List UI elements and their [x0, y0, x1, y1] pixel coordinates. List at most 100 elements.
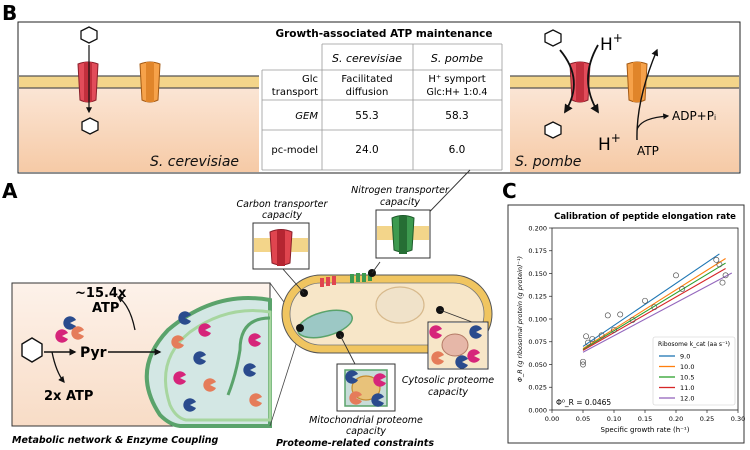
row-transport-1: Glc: [302, 74, 318, 85]
row-pc-model: pc-model: [271, 145, 318, 156]
data-point: [673, 272, 679, 279]
sc-transport-1: Facilitated: [341, 74, 392, 85]
caption-metabolic: Metabolic network & Enzyme Coupling: [12, 435, 219, 446]
series-line-10.0: [582, 258, 726, 350]
sp-glucose-transporter: [569, 61, 591, 103]
sc-glucose-icon-top: [80, 26, 98, 44]
data-point: [583, 333, 590, 340]
atp-maintenance-table: Growth-associated ATP maintenance S. cer…: [261, 28, 503, 171]
respiration-atp-label-1: ~15.4x: [75, 286, 127, 301]
data-point: [679, 286, 686, 292]
cyto-label-1: Cytosolic proteome: [402, 375, 494, 386]
sc-second-transporter: [139, 61, 161, 103]
sp-atpase-arrow: [636, 48, 659, 141]
sc-transport-2: diffusion: [346, 87, 389, 98]
carbon-label-2: capacity: [262, 210, 302, 221]
col-header-sp: S. pombe: [431, 52, 483, 65]
y-tick-label: 0.075: [528, 338, 547, 346]
sp-adp-arrow: [636, 113, 670, 131]
data-point: [604, 312, 611, 319]
sp-label: S. pombe: [515, 154, 581, 170]
atp-yield-arrow: [51, 351, 65, 384]
data-point: [598, 332, 605, 339]
row-transport-2: transport: [272, 87, 318, 98]
legend-entry-10.0: 10.0: [680, 363, 694, 371]
legend-title: Ribosome k_cat (aa s⁻¹): [658, 341, 730, 348]
col-header-sc: S. cerevisiae: [332, 52, 402, 65]
data-point: [589, 336, 596, 342]
data-point: [722, 272, 729, 279]
sp-symport-arrow-2: [587, 44, 599, 114]
sp-adp-label: ADP+Pᵢ: [672, 109, 716, 123]
panel-label-c: C: [502, 179, 517, 203]
sp-proton-top: H+: [600, 31, 623, 55]
carbon-label-1: Carbon transporter: [237, 199, 329, 210]
sp-membrane: [510, 76, 739, 88]
y-tick-label: 0.175: [528, 247, 547, 255]
sp-atpase: [626, 61, 648, 103]
series-line-12.0: [582, 272, 733, 353]
x-tick-label: 0.15: [638, 415, 652, 423]
sp-symport-arrow-1: [559, 49, 575, 114]
x-tick-label: 0.30: [731, 415, 745, 423]
caption-proteome: Proteome-related constraints: [276, 438, 434, 449]
data-point: [642, 297, 648, 304]
mito-proteome-connector: [339, 334, 356, 365]
sc-membrane: [19, 76, 259, 88]
sp-transport-2: Glc:H+ 1:0.4: [427, 87, 488, 98]
table-title: Growth-associated ATP maintenance: [275, 28, 492, 40]
cyto-label-2: capacity: [428, 387, 468, 398]
chart-annotation: Φ⁰_R = 0.0465: [556, 398, 611, 407]
row-gem: GEM: [295, 111, 318, 122]
membrane-transporters: [320, 272, 372, 287]
nitrogen-label-2: capacity: [380, 197, 420, 208]
sc-pc: 24.0: [355, 144, 378, 156]
y-tick-label: 0.200: [528, 224, 547, 232]
x-tick-label: 0.20: [669, 415, 683, 423]
mito-proteome-inset: Mitochondrial proteome capacity: [309, 363, 423, 437]
sc-glucose-icon-bottom: [81, 117, 99, 135]
sp-gem: 58.3: [445, 110, 468, 122]
nitrogen-connector: [371, 261, 381, 274]
sc-glucose-transporter: [77, 61, 99, 103]
y-tick-label: 0.000: [528, 406, 547, 414]
mito-proteome-label-1: Mitochondrial proteome: [309, 415, 423, 426]
data-point: [713, 256, 720, 263]
x-tick-label: 0.25: [700, 415, 714, 423]
data-point: [629, 316, 636, 323]
legend-entry-9.0: 9.0: [680, 352, 690, 360]
sp-glucose-icon-top: [544, 29, 562, 47]
sc-gem: 55.3: [355, 110, 378, 122]
data-point: [617, 311, 624, 318]
metabolic-network-box: Pyr 2x ATP ~15.4x ATP: [11, 282, 272, 428]
legend-entry-11.0: 11.0: [680, 384, 694, 392]
mito-connector-2: [269, 331, 301, 427]
x-tick-label: 0.05: [576, 415, 590, 423]
carbon-connector: [281, 267, 305, 294]
sc-cytoplasm: [19, 86, 259, 172]
series-line-10.5: [582, 262, 726, 350]
dot-mito: [296, 324, 304, 332]
data-point: [585, 339, 591, 346]
pyruvate-label: Pyr: [80, 345, 107, 361]
panel-b-frame: [17, 21, 741, 174]
x-axis-label: Specific growth rate (h⁻¹): [601, 426, 690, 434]
nitrogen-transporter-inset: Nitrogen transporter capacity: [351, 185, 450, 259]
data-point: [611, 326, 617, 333]
x-tick-label: 0.00: [545, 415, 559, 423]
data-point: [719, 279, 726, 286]
sc-label: S. cerevisiae: [150, 154, 239, 170]
sp-membrane-scene: H+ H+ ADP+Pᵢ ATP S. pombe: [510, 29, 739, 172]
glycolysis-atp-label: 2x ATP: [44, 389, 93, 404]
respiration-atp-label-2: ATP: [92, 301, 119, 316]
y-axis-label: Φ_R (g ribosomal protein (g protein)⁻¹): [516, 256, 524, 382]
nitrogen-label-1: Nitrogen transporter: [351, 185, 450, 196]
data-point: [580, 361, 586, 368]
data-point: [716, 261, 723, 268]
sp-pc: 6.0: [449, 144, 466, 156]
panel-label-b: B: [2, 1, 17, 25]
legend-entry-12.0: 12.0: [680, 394, 694, 402]
chart-title: Calibration of peptide elongation rate: [554, 212, 736, 222]
y-tick-label: 0.150: [528, 270, 547, 278]
